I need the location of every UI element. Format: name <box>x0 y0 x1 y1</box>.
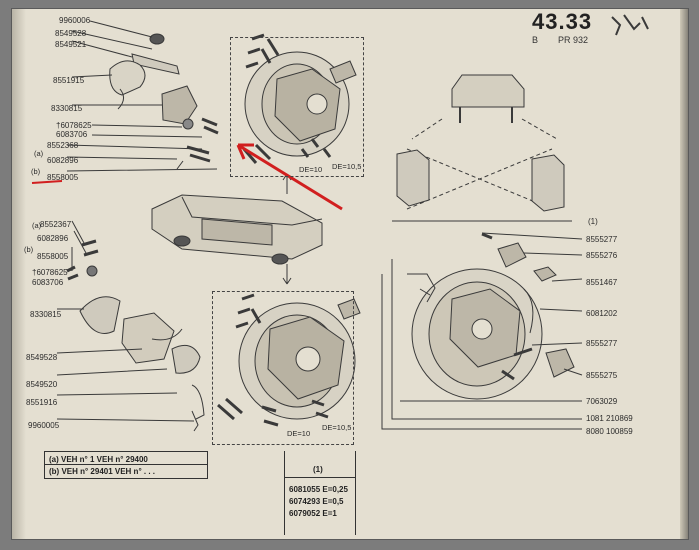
bracket-label-b: (b) <box>31 167 41 176</box>
red-arrow-shaft <box>237 143 343 211</box>
part-label: 8552367 <box>40 220 72 229</box>
red-underline <box>31 180 63 184</box>
shim-table-row: 6081055 E=0,25 <box>289 485 348 494</box>
top-brake-group-frame <box>230 37 364 177</box>
part-label: 6082896 <box>47 156 79 165</box>
vehicle-range-row-a: (a) VEH n° 1 VEH n° 29400 <box>49 455 148 464</box>
shim-table-header: (1) <box>313 465 323 474</box>
part-label: 9960006 <box>59 16 91 25</box>
shim-table-row: 6074293 E=0,5 <box>289 497 344 506</box>
vehicle-range-row-b: (b) VEH n° 29401 VEH n° . . . <box>49 467 155 476</box>
part-label: 8330815 <box>51 104 83 113</box>
part-label: 8330815 <box>30 310 62 319</box>
part-label: 8552368 <box>47 141 79 150</box>
part-label: 6083706 <box>32 278 64 287</box>
vehicle-range-table: (a) VEH n° 1 VEH n° 29400 (b) VEH n° 294… <box>44 451 208 479</box>
bracket-label-a: (a) <box>34 149 44 158</box>
shim-label: DE=10 <box>287 429 311 438</box>
part-label: 8549521 <box>55 40 87 49</box>
table-divider <box>285 477 355 478</box>
part-label: 8549528 <box>26 353 58 362</box>
part-label: 8551467 <box>586 278 618 287</box>
shim-label: DE=10 <box>299 165 323 174</box>
part-label: 6083706 <box>56 130 88 139</box>
part-label: †6078625 <box>56 121 92 130</box>
bottom-brake-group-frame <box>212 291 354 445</box>
part-label: 8549528 <box>55 29 87 38</box>
page-number: 43.33 <box>532 9 593 34</box>
shim-label: DE=10,5 <box>332 162 362 171</box>
part-label: 6081202 <box>586 309 618 318</box>
part-label: †6078625 <box>32 268 68 277</box>
catalog-page: 43.33 B PR 932 <box>12 9 688 539</box>
part-label-highlighted: 8558005 <box>47 173 79 182</box>
part-label: (1) <box>588 217 598 226</box>
part-label: 9960005 <box>28 421 60 430</box>
shim-thickness-table: (1) 6081055 E=0,25 6074293 E=0,5 6079052… <box>284 451 356 535</box>
page-binding-edge <box>680 9 688 539</box>
part-label: 8555277 <box>586 235 618 244</box>
red-arrow-head <box>236 143 254 160</box>
shim-table-row: 6079052 E=1 <box>289 509 337 518</box>
part-label: 8558005 <box>37 252 69 261</box>
part-label: 8549520 <box>26 380 58 389</box>
part-label: 7063029 <box>586 397 618 406</box>
ref-code: PR 932 <box>558 35 589 45</box>
part-label: 8555277 <box>586 339 618 348</box>
part-label: 8551916 <box>26 398 58 407</box>
bracket-label-a: (a) <box>32 221 42 230</box>
sub-code: B <box>532 35 539 45</box>
part-label: 1081 210869 <box>586 414 633 423</box>
exploded-parts-drawing <box>31 14 649 432</box>
shim-label: DE=10,5 <box>322 423 352 432</box>
part-label: 8080 100859 <box>586 427 633 436</box>
page-fold-shadow <box>12 9 26 539</box>
part-label: 8555275 <box>586 371 618 380</box>
part-label: 8551915 <box>53 76 85 85</box>
page-subcode: B PR 932 <box>532 35 588 45</box>
table-divider <box>45 464 207 465</box>
part-label: 8555276 <box>586 251 618 260</box>
part-label: 6082896 <box>37 234 69 243</box>
bracket-label-b: (b) <box>24 245 34 254</box>
